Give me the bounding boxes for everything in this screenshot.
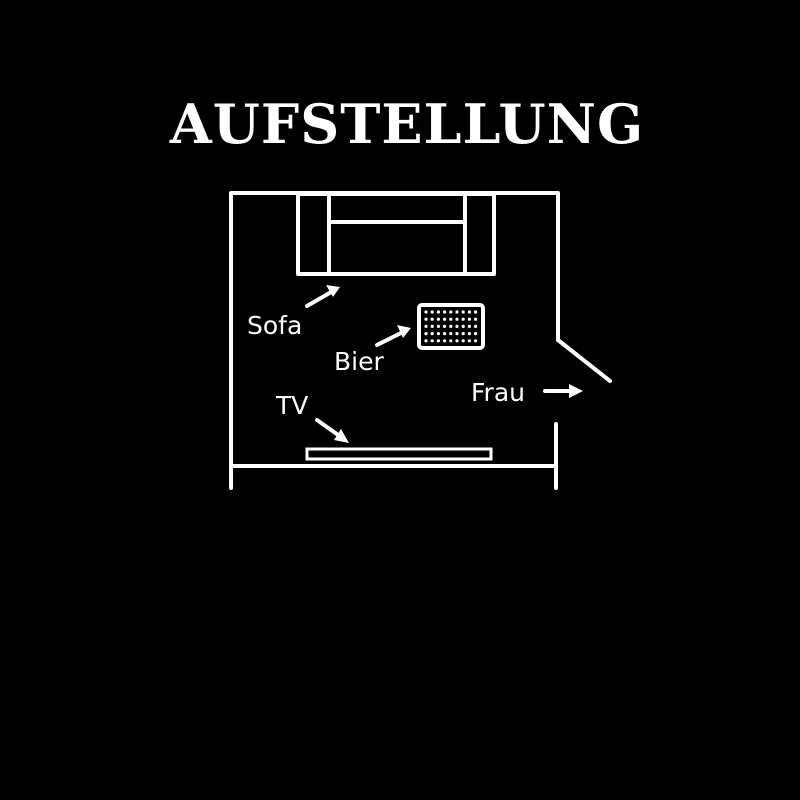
arrows (305, 285, 583, 443)
bottle-dot (467, 339, 471, 343)
bottle-dot (474, 324, 478, 328)
bottle-dot (455, 317, 459, 321)
bottle-dot (455, 324, 459, 328)
bottle-dot (449, 310, 453, 314)
bottle-dot (443, 332, 447, 336)
bottle-dot (436, 332, 440, 336)
bottle-dot (461, 310, 465, 314)
beer-arrow (375, 325, 411, 347)
bottle-dot (436, 339, 440, 343)
bottle-dot (430, 339, 434, 343)
bottle-dot (430, 324, 434, 328)
bottle-dot (474, 317, 478, 321)
bottle-dot (467, 332, 471, 336)
beer-crate-outline (417, 303, 485, 350)
bottle-dot (424, 332, 428, 336)
bottle-dot (455, 310, 459, 314)
bottle-dot (474, 310, 478, 314)
bottle-dot (424, 310, 428, 314)
bottle-dot (455, 332, 459, 336)
bottle-dot (436, 310, 440, 314)
bottle-dot (424, 324, 428, 328)
beer-bottles (424, 310, 478, 343)
bottle-dot (430, 310, 434, 314)
bottle-dot (443, 317, 447, 321)
bottle-dot (436, 324, 440, 328)
bottle-dot (449, 332, 453, 336)
sofa-arrow (305, 285, 340, 308)
bottle-dot (449, 324, 453, 328)
bottle-dot (455, 339, 459, 343)
woman-arrow (543, 384, 583, 398)
bottle-dot (467, 310, 471, 314)
bottle-dot (461, 317, 465, 321)
bottle-dot (461, 339, 465, 343)
bottle-dot (474, 339, 478, 343)
sofa-shape (296, 192, 496, 276)
bottle-dot (474, 332, 478, 336)
tv-shape (305, 447, 493, 461)
beer-crate-shape (417, 303, 485, 350)
bottle-dot (443, 339, 447, 343)
diagram-title: AUFSTELLUNG (169, 92, 644, 156)
bottle-dot (461, 332, 465, 336)
door-swing (556, 338, 612, 383)
bottle-dot (467, 317, 471, 321)
bottle-dot (436, 317, 440, 321)
bottle-dot (424, 317, 428, 321)
bottle-dot (443, 310, 447, 314)
tv-arrow (315, 418, 349, 443)
tv-label: TV (275, 391, 308, 420)
bottle-dot (424, 339, 428, 343)
sofa-label: Sofa (247, 311, 302, 340)
bottle-dot (449, 339, 453, 343)
bottle-dot (461, 324, 465, 328)
beer-label: Bier (334, 347, 384, 376)
bottle-dot (443, 324, 447, 328)
bottle-dot (449, 317, 453, 321)
woman-label: Frau (471, 378, 525, 407)
sofa-outline (296, 192, 496, 276)
bottle-dot (467, 324, 471, 328)
bottle-dot (430, 317, 434, 321)
bottle-dot (430, 332, 434, 336)
